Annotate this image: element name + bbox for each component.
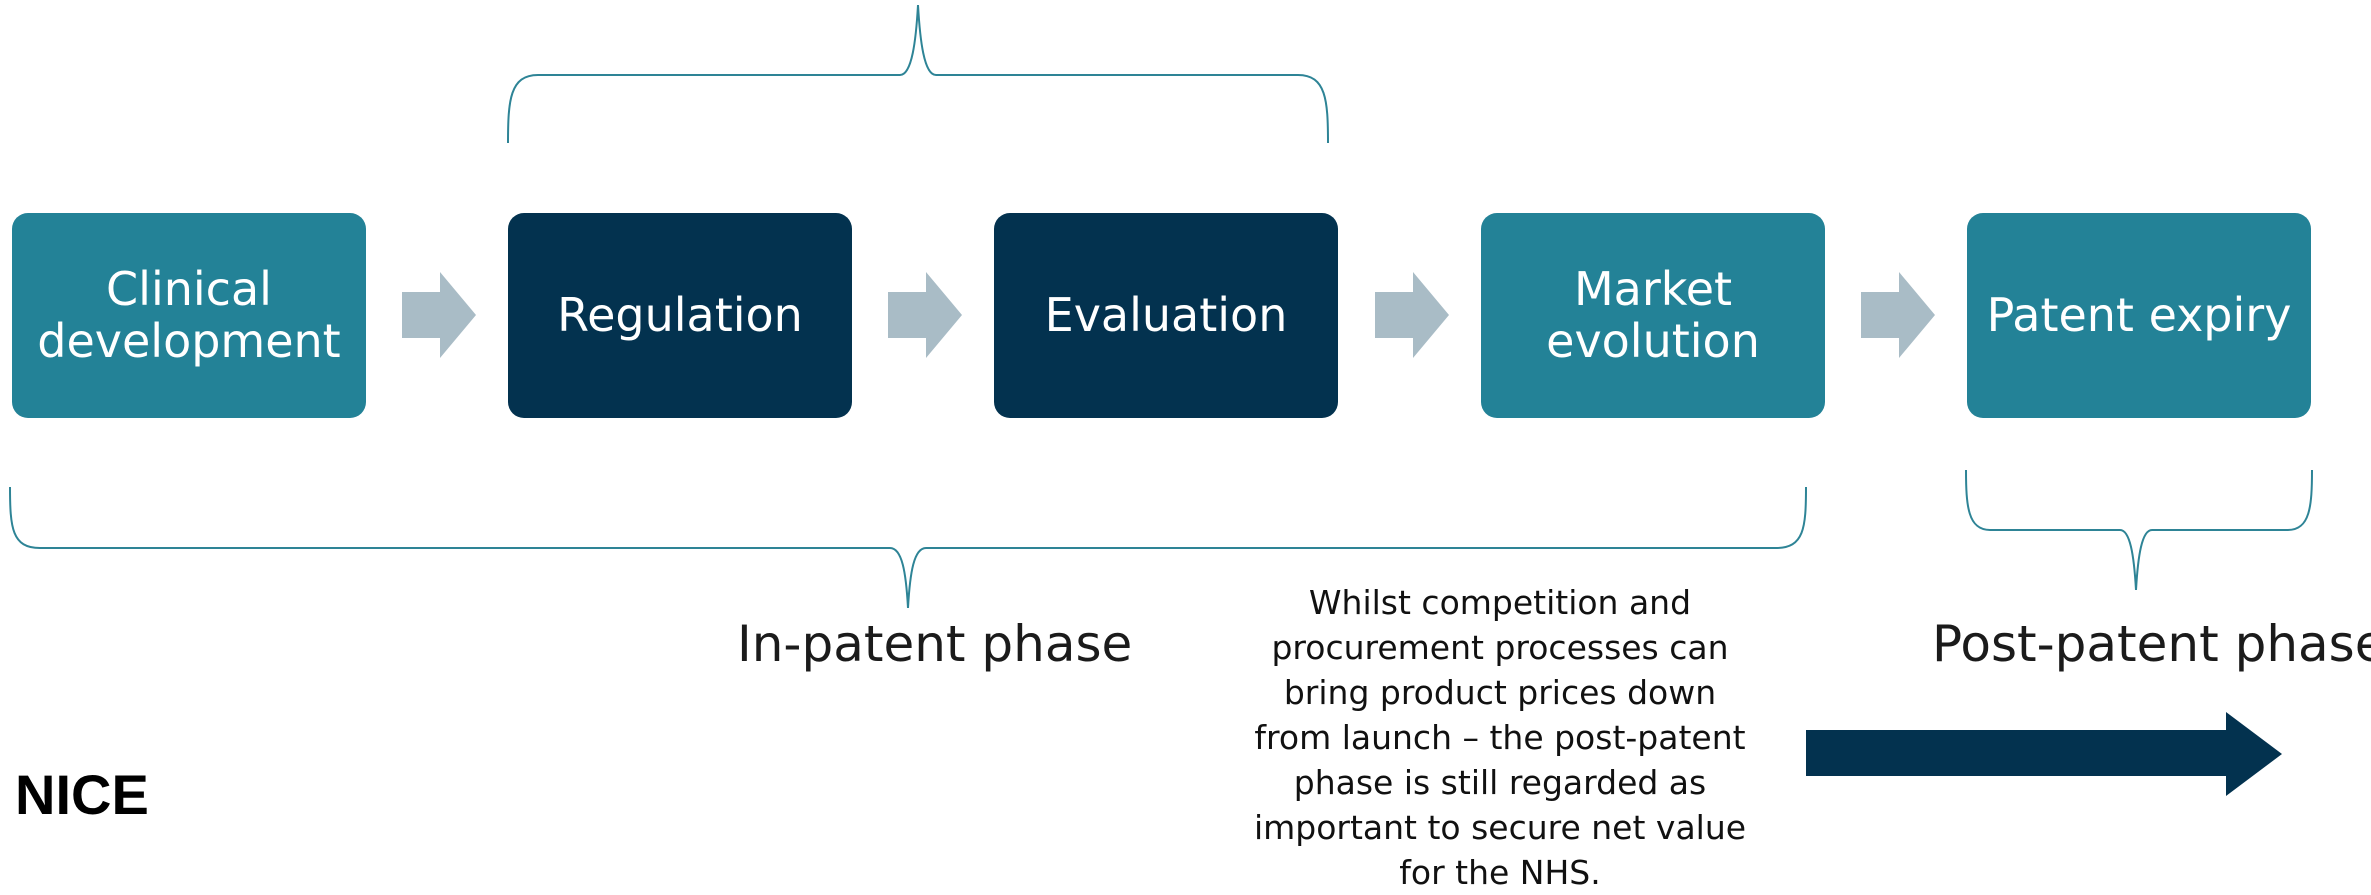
top-brace xyxy=(507,4,1329,144)
stage-regulation: Regulation xyxy=(508,213,852,418)
timeline-arrow-icon xyxy=(1806,712,2282,796)
nice-logo: NICE xyxy=(15,763,149,826)
post-patent-note: Whilst competition and procurement proce… xyxy=(1220,580,1780,895)
stage-label-line: Evaluation xyxy=(1044,287,1288,342)
note-line: bring product prices down xyxy=(1283,673,1717,712)
chevron-arrow-icon xyxy=(888,272,962,358)
in-patent-brace xyxy=(9,486,1807,609)
note-line: Whilst competition and xyxy=(1308,583,1692,622)
stage-label-line: evolution xyxy=(1546,313,1760,368)
stage-label-line: Clinical xyxy=(106,261,272,316)
note-line: phase is still regarded as xyxy=(1293,763,1707,802)
note-line: procurement processes can xyxy=(1271,628,1729,667)
stage-patent-expiry: Patent expiry xyxy=(1967,213,2311,418)
post-patent-brace xyxy=(1965,469,2313,591)
stage-label-line: development xyxy=(37,313,341,368)
stage-evaluation: Evaluation xyxy=(994,213,1338,418)
stage-label-line: Regulation xyxy=(557,287,803,342)
chevron-arrow-icon xyxy=(1861,272,1935,358)
stage-market-evolution: Market evolution xyxy=(1481,213,1825,418)
note-line: important to secure net value xyxy=(1253,808,1747,847)
chevron-arrow-icon xyxy=(402,272,476,358)
stage-label-line: Patent expiry xyxy=(1986,287,2292,342)
note-line: from launch – the post-patent xyxy=(1254,718,1746,757)
note-line: for the NHS. xyxy=(1399,853,1601,892)
in-patent-phase-label: In-patent phase xyxy=(737,615,1133,673)
post-patent-phase-label: Post-patent phase xyxy=(1932,615,2371,673)
stage-clinical-development: Clinical development xyxy=(12,213,366,418)
stage-label-line: Market xyxy=(1573,261,1733,316)
chevron-arrow-icon xyxy=(1375,272,1449,358)
